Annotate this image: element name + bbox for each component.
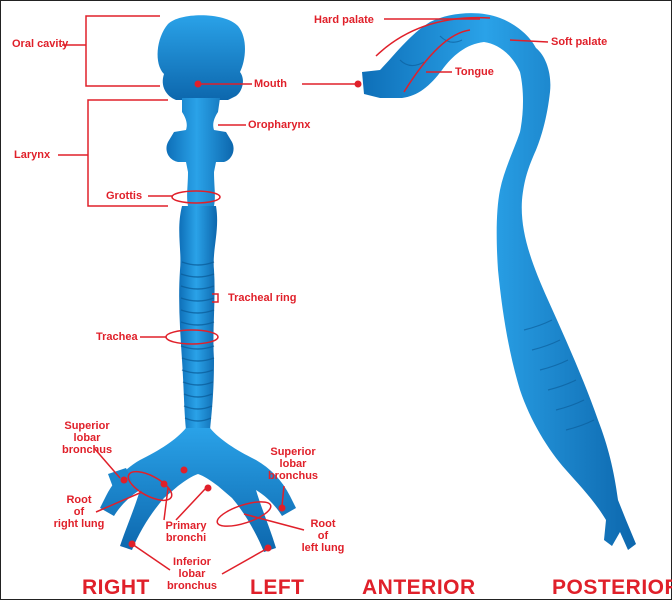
view-label-left: LEFT	[250, 576, 305, 600]
label-oropharynx: Oropharynx	[248, 119, 310, 131]
label-line: Root	[44, 494, 114, 506]
label-inferior-lobar: Inferior lobar bronchus	[160, 556, 224, 592]
label-line: Superior	[62, 420, 112, 432]
label-line: lobar	[262, 458, 324, 470]
label-line: Primary	[156, 520, 216, 532]
label-grottis: Grottis	[106, 190, 142, 202]
label-line: lobar	[160, 568, 224, 580]
label-tracheal-ring: Tracheal ring	[228, 292, 296, 304]
label-root-right-lung: Root of right lung	[44, 494, 114, 530]
label-oral-cavity: Oral cavity	[12, 38, 68, 50]
view-label-posterior: POSTERIOR	[552, 576, 672, 600]
label-line: of	[44, 506, 114, 518]
label-line: of	[292, 530, 354, 542]
label-line: right lung	[44, 518, 114, 530]
label-hard-palate: Hard palate	[314, 14, 374, 26]
label-superior-lobar-right: Superior lobar bronchus	[62, 420, 112, 456]
label-root-left-lung: Root of left lung	[292, 518, 354, 554]
label-line: bronchus	[262, 470, 324, 482]
label-trachea: Trachea	[96, 331, 138, 343]
label-larynx: Larynx	[14, 149, 50, 161]
label-line: Superior	[262, 446, 324, 458]
label-line: bronchus	[160, 580, 224, 592]
label-primary-bronchi: Primary bronchi	[156, 520, 216, 544]
label-soft-palate: Soft palate	[551, 36, 607, 48]
label-line: left lung	[292, 542, 354, 554]
label-line: Inferior	[160, 556, 224, 568]
label-line: bronchus	[62, 444, 112, 456]
label-line: bronchi	[156, 532, 216, 544]
oral-cavity-shape	[158, 15, 245, 100]
lateral-airway-shape	[362, 13, 636, 550]
view-label-right: RIGHT	[82, 576, 150, 600]
label-superior-lobar-left: Superior lobar bronchus	[262, 446, 324, 482]
label-mouth: Mouth	[254, 78, 287, 90]
label-line: lobar	[62, 432, 112, 444]
lateral-airway-model	[362, 13, 636, 550]
view-label-anterior: ANTERIOR	[362, 576, 476, 600]
label-line: Root	[292, 518, 354, 530]
label-tongue: Tongue	[455, 66, 494, 78]
larynx-shape	[166, 98, 233, 206]
